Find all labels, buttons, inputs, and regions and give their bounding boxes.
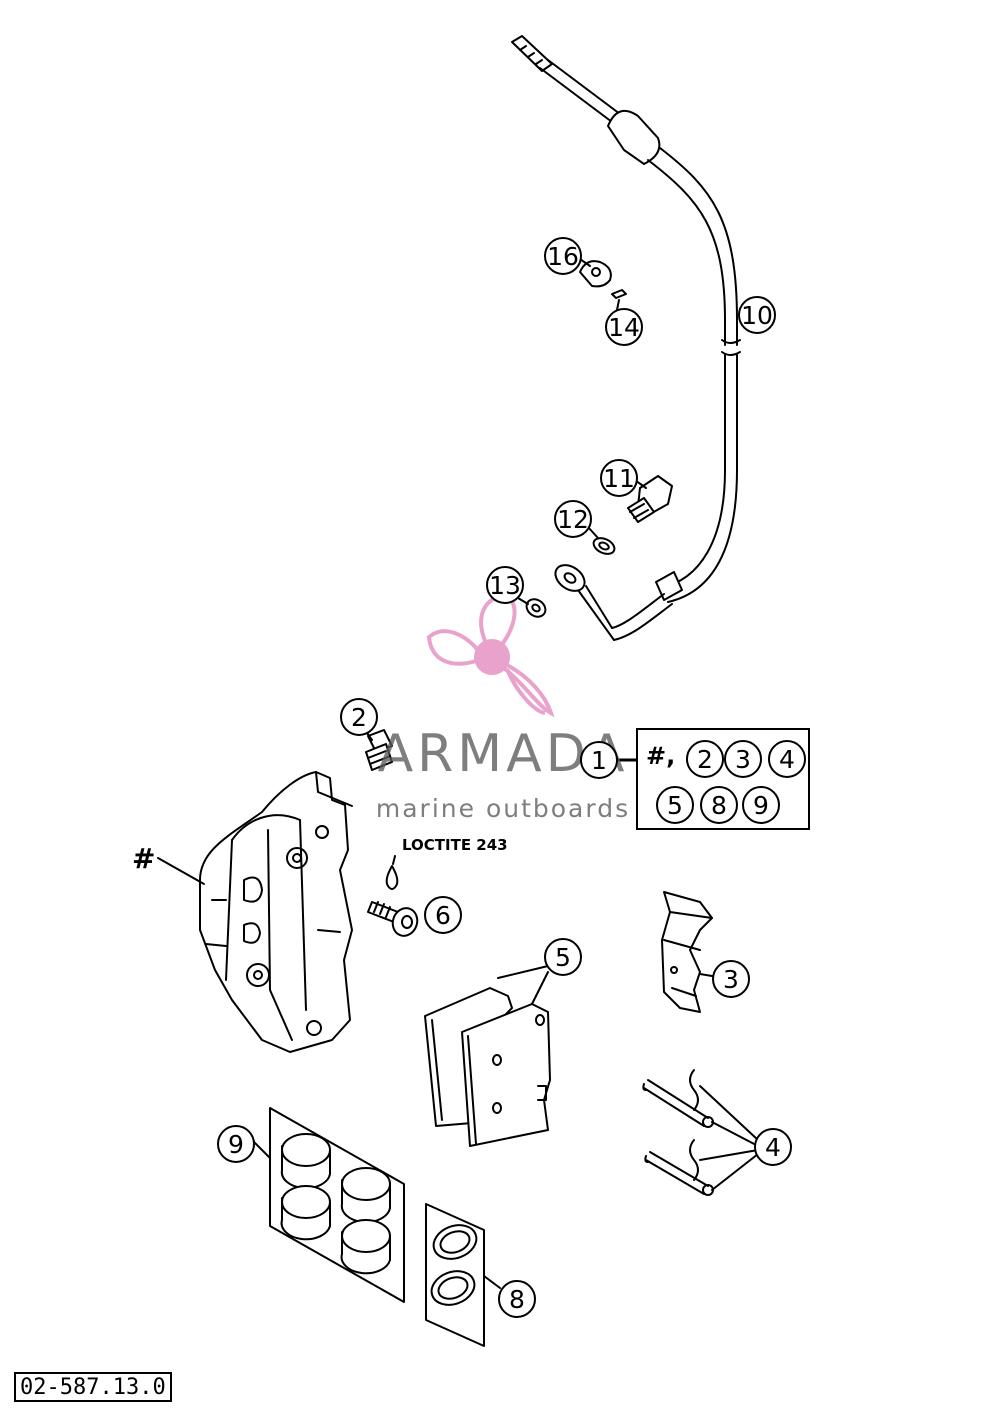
callout-8: 8 xyxy=(498,1280,536,1318)
callout-10: 10 xyxy=(738,296,776,334)
kit-item: 9 xyxy=(742,786,780,824)
banjo-bolt xyxy=(627,475,673,523)
brake-caliper xyxy=(199,771,353,1053)
kit-item: 5 xyxy=(656,786,694,824)
callout-11: 11 xyxy=(600,459,638,497)
brake-pads xyxy=(424,987,551,1147)
clip-screw xyxy=(611,289,627,299)
loctite-note: LOCTITE 243 xyxy=(402,836,508,854)
kit-prefix: #, xyxy=(646,742,676,770)
retaining-pins xyxy=(642,1069,714,1196)
caliper-marker: # xyxy=(132,842,156,875)
callout-6: 6 xyxy=(424,896,462,934)
washer-12 xyxy=(592,537,616,555)
callout-2: 2 xyxy=(340,698,378,736)
hose-clip xyxy=(579,260,612,288)
callout-13: 13 xyxy=(486,566,524,604)
diagram-code: 02-587.13.0 xyxy=(14,1372,172,1402)
kit-item: 2 xyxy=(686,740,724,778)
brand-tagline: marine outboards xyxy=(375,794,631,823)
piston-kit xyxy=(269,1107,405,1303)
kit-contents-box: #, 2 3 4 5 8 9 xyxy=(636,728,810,830)
bleeder-valve xyxy=(365,729,393,771)
callout-4: 4 xyxy=(754,1128,792,1166)
callout-3: 3 xyxy=(712,960,750,998)
callout-1: 1 xyxy=(580,741,618,779)
loctite-drop xyxy=(385,865,399,890)
washer-13 xyxy=(525,598,547,618)
kit-item: 8 xyxy=(700,786,738,824)
callout-12: 12 xyxy=(554,500,592,538)
brake-hose xyxy=(511,35,741,641)
caliper-screw xyxy=(367,901,419,937)
callout-9: 9 xyxy=(217,1125,255,1163)
callout-16: 16 xyxy=(544,237,582,275)
pad-spring xyxy=(661,891,713,1013)
callout-5: 5 xyxy=(544,938,582,976)
seal-kit xyxy=(425,1203,485,1347)
callout-14: 14 xyxy=(605,308,643,346)
kit-item: 4 xyxy=(768,740,806,778)
kit-item: 3 xyxy=(724,740,762,778)
